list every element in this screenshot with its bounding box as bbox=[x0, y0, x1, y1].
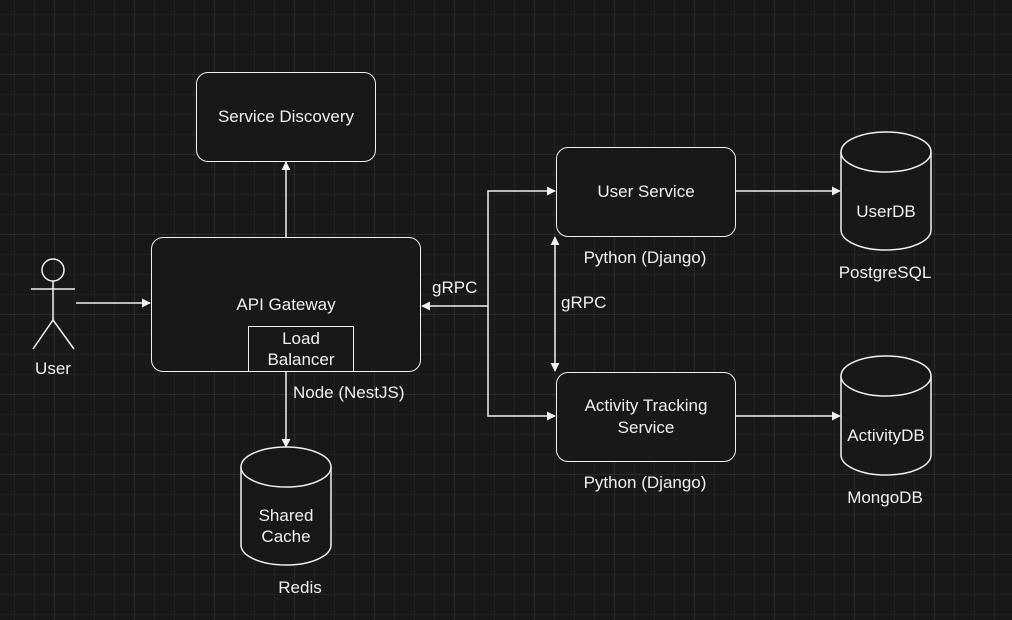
userdb-label: UserDB bbox=[856, 201, 916, 221]
service-discovery-label: Service Discovery bbox=[217, 107, 355, 126]
edge-trunk-to-user-service bbox=[487, 186, 556, 306]
user-service-label: User Service bbox=[597, 182, 695, 201]
activitydb-label: ActivityDB bbox=[847, 426, 925, 445]
user-actor-icon bbox=[31, 258, 75, 350]
user-service-tech-label: Python (Django) bbox=[583, 248, 707, 267]
load-balancer-node[interactable]: Load Balancer bbox=[248, 326, 354, 372]
activitydb-cylinder-icon bbox=[840, 355, 932, 476]
service-discovery-node[interactable]: Service Discovery bbox=[196, 72, 376, 162]
shared-cache-tech-label: Redis bbox=[278, 578, 322, 597]
api-gateway-label: API Gateway bbox=[236, 295, 336, 314]
user-actor-label: User bbox=[35, 359, 71, 378]
load-balancer-label: Load Balancer bbox=[267, 329, 335, 369]
activitydb-tech-label: MongoDB bbox=[847, 488, 923, 507]
activity-service-tech-label: Python (Django) bbox=[583, 473, 707, 492]
userdb-cylinder-icon bbox=[840, 131, 932, 251]
shared-cache-cylinder-icon bbox=[240, 446, 332, 566]
activity-service-label: Activity Tracking Service bbox=[584, 396, 708, 437]
grpc-service-edge-label: gRPC bbox=[561, 293, 607, 312]
user-service-node[interactable]: User Service bbox=[556, 147, 736, 237]
shared-cache-label: Shared Cache bbox=[258, 506, 314, 546]
grpc-gateway-edge-label: gRPC bbox=[432, 278, 478, 297]
edge-trunk-to-activity-service bbox=[487, 306, 556, 421]
activity-service-node[interactable]: Activity Tracking Service bbox=[556, 372, 736, 462]
api-gateway-tech-label: Node (NestJS) bbox=[293, 383, 405, 402]
userdb-tech-label: PostgreSQL bbox=[838, 263, 932, 282]
